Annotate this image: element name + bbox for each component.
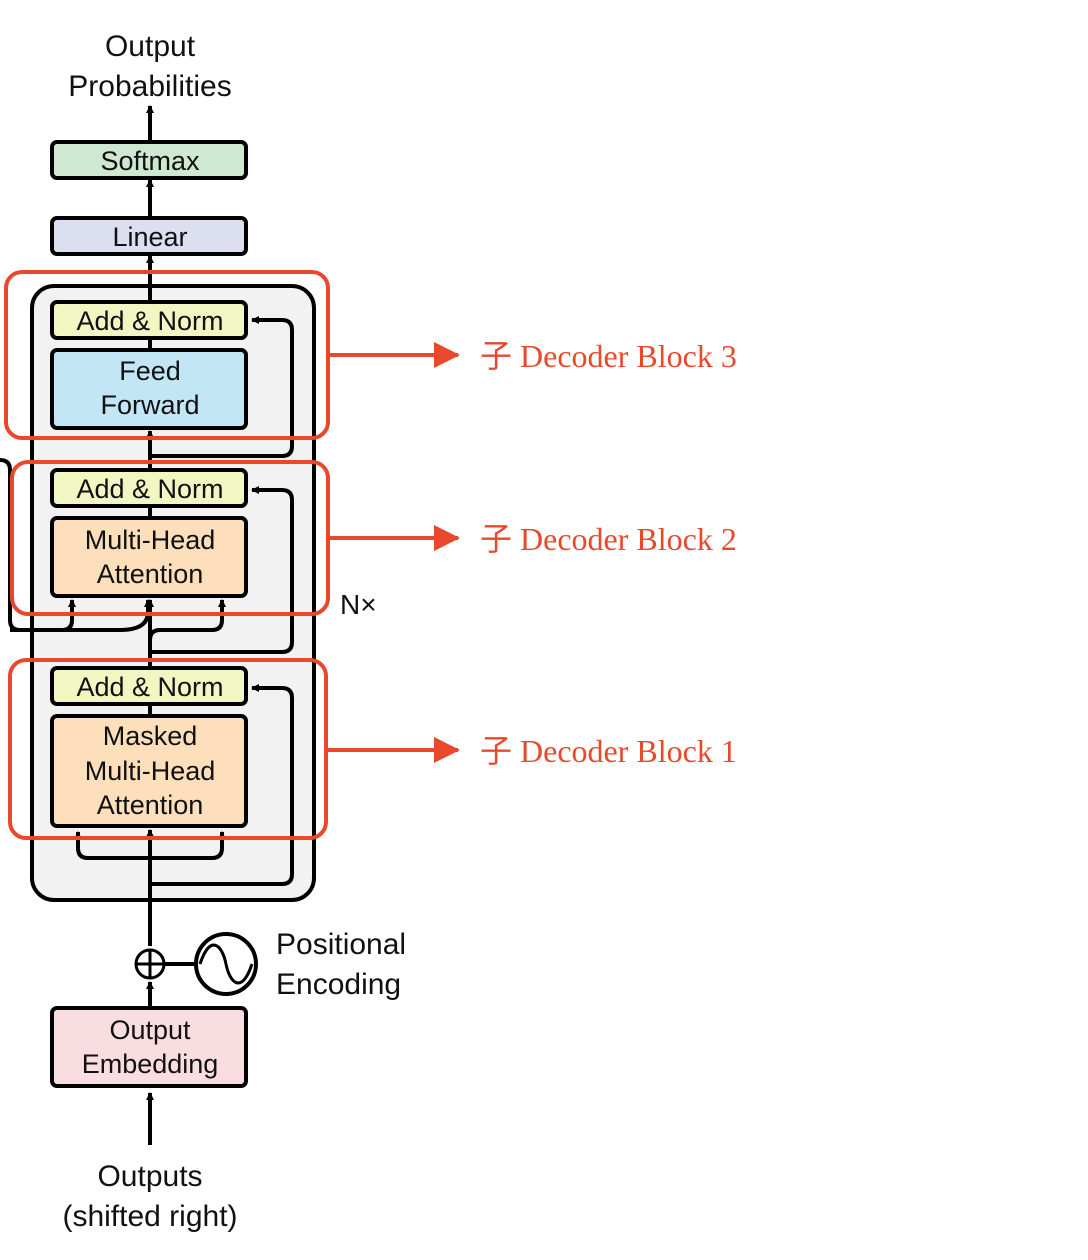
softmax-box <box>50 140 248 180</box>
callout-label-3: 子 Decoder Block 3 <box>480 338 737 374</box>
add-norm-label-2: Add & Norm <box>76 474 223 504</box>
residual-2 <box>150 486 294 654</box>
multi-head-attention-label-1: Multi-Head <box>85 525 216 555</box>
highlight-block-2 <box>10 460 330 616</box>
highlight-block-3 <box>4 270 330 440</box>
multi-head-attention-box <box>50 516 248 598</box>
feed-forward-label-2: Forward <box>100 390 199 420</box>
positional-encoding-label-2: Encoding <box>276 968 401 1001</box>
positional-encoding-label-1: Positional <box>276 928 406 961</box>
outputs-label-1: Outputs <box>97 1160 202 1193</box>
feed-forward-label-1: Feed <box>119 356 181 386</box>
linear-label: Linear <box>112 222 187 252</box>
output-probabilities-label-1: Output <box>105 30 196 63</box>
cross-attn-query <box>148 599 226 652</box>
feed-forward-box <box>50 348 248 430</box>
residual-1 <box>150 684 294 886</box>
output-probabilities-label-2: Probabilities <box>68 70 231 103</box>
outputs-label-2: (shifted right) <box>62 1200 237 1233</box>
softmax-label: Softmax <box>100 146 200 176</box>
callout-label-2: 子 Decoder Block 2 <box>480 521 737 557</box>
linear-box <box>50 216 248 256</box>
highlight-block-1 <box>8 658 328 840</box>
add-norm-box-1 <box>50 666 248 706</box>
output-embedding-label-1: Output <box>109 1015 191 1045</box>
masked-attention-label-2: Multi-Head <box>85 756 216 786</box>
add-norm-box-2 <box>50 468 248 508</box>
masked-attention-box <box>50 714 248 828</box>
output-embedding-label-2: Embedding <box>82 1049 219 1079</box>
add-norm-label-3: Add & Norm <box>76 306 223 336</box>
masked-attention-label-3: Attention <box>97 790 204 820</box>
masked-qkv-branch-right <box>150 831 226 860</box>
multi-head-attention-label-2: Attention <box>97 559 204 589</box>
callout-label-1: 子 Decoder Block 1 <box>480 733 737 769</box>
residual-3 <box>150 316 294 458</box>
sine-wave-curve <box>198 943 254 985</box>
masked-attention-label-1: Masked <box>103 721 198 751</box>
add-norm-label-1: Add & Norm <box>76 672 223 702</box>
masked-qkv-branch <box>74 831 150 860</box>
output-embedding-box <box>50 1006 248 1088</box>
add-norm-box-3 <box>50 300 248 340</box>
repeat-label: N× <box>340 589 377 620</box>
